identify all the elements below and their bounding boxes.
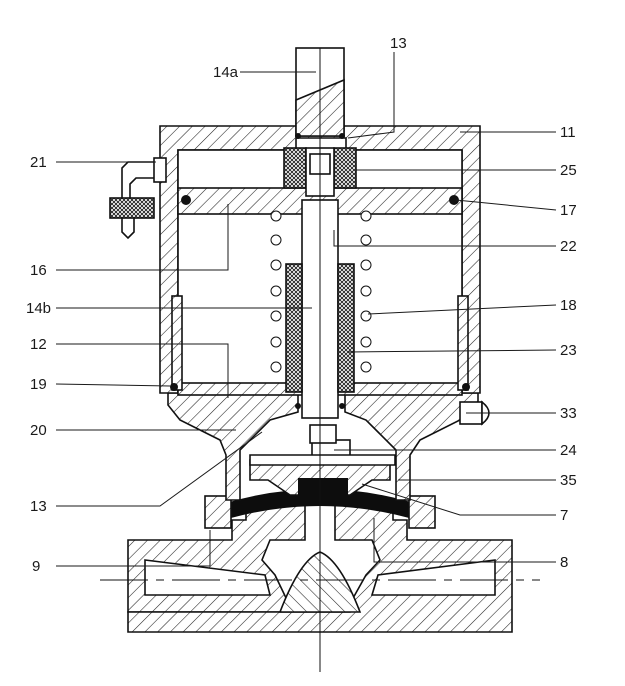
label-13-top: 13 bbox=[390, 35, 407, 52]
label-8: 8 bbox=[560, 554, 568, 571]
label-19: 19 bbox=[30, 376, 47, 393]
leader-lines bbox=[55, 52, 557, 567]
spring-coils bbox=[270, 210, 372, 373]
part-labels: 13 14a 11 21 25 17 22 16 14b 18 12 23 19… bbox=[26, 35, 577, 575]
center-lines bbox=[100, 48, 540, 672]
label-12: 12 bbox=[30, 336, 47, 353]
label-18: 18 bbox=[560, 297, 577, 314]
label-25: 25 bbox=[560, 162, 577, 179]
label-23: 23 bbox=[560, 342, 577, 359]
label-9: 9 bbox=[32, 558, 40, 575]
label-13-bottom: 13 bbox=[30, 498, 47, 515]
label-21: 21 bbox=[30, 154, 47, 171]
label-7: 7 bbox=[560, 507, 568, 524]
label-17: 17 bbox=[560, 202, 577, 219]
diaphragm bbox=[204, 489, 436, 529]
label-35: 35 bbox=[560, 472, 577, 489]
label-16: 16 bbox=[30, 262, 47, 279]
label-33: 33 bbox=[560, 405, 577, 422]
air-fitting bbox=[109, 157, 167, 240]
label-14a: 14a bbox=[213, 64, 239, 81]
label-24: 24 bbox=[560, 442, 577, 459]
label-11: 11 bbox=[560, 124, 576, 141]
label-22: 22 bbox=[560, 238, 577, 255]
label-14b: 14b bbox=[26, 300, 51, 317]
label-20: 20 bbox=[30, 422, 47, 439]
compressor bbox=[249, 424, 391, 500]
